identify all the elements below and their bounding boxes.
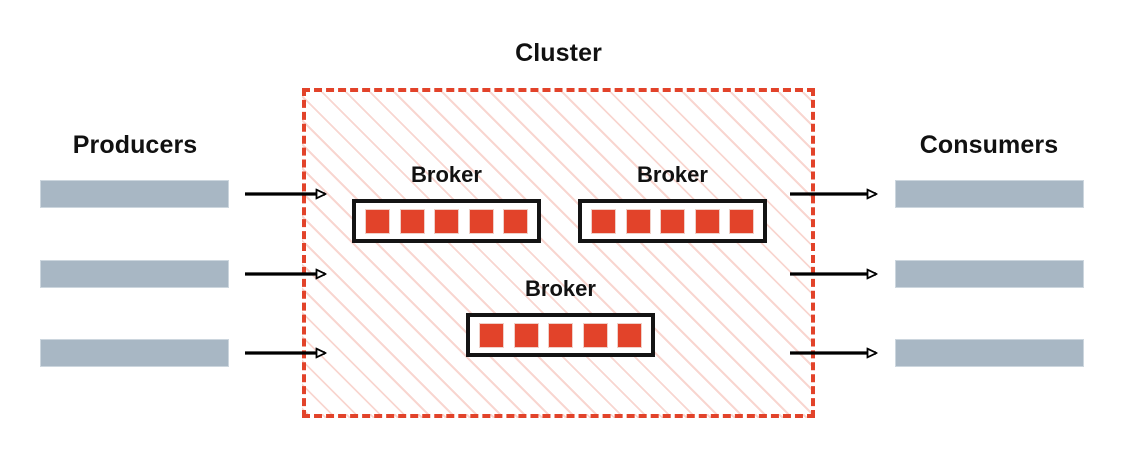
broker-2-label: Broker bbox=[637, 162, 708, 187]
broker-2-box bbox=[578, 199, 767, 243]
producers-title: Producers bbox=[72, 131, 198, 159]
partition-block bbox=[617, 322, 642, 348]
producer-bar-3 bbox=[40, 339, 229, 367]
partition-block bbox=[582, 322, 608, 348]
consumer-bar-1 bbox=[895, 180, 1084, 208]
partition-block bbox=[660, 208, 685, 234]
broker-1-box bbox=[352, 199, 541, 243]
partition-block bbox=[513, 322, 539, 348]
consumer-bar-2 bbox=[895, 260, 1084, 288]
cluster-boundary bbox=[302, 88, 815, 418]
partition-block bbox=[625, 208, 651, 234]
producer-bar-2 bbox=[40, 260, 229, 288]
partition-block bbox=[548, 322, 573, 348]
partition-block bbox=[591, 208, 616, 234]
consumers-title: Consumers bbox=[919, 131, 1059, 159]
partition-block bbox=[399, 208, 425, 234]
consumer-bar-3 bbox=[895, 339, 1084, 367]
broker-3-box bbox=[466, 313, 655, 357]
partition-block bbox=[729, 208, 754, 234]
partition-block bbox=[479, 322, 504, 348]
cluster-title: Cluster bbox=[515, 39, 602, 67]
producer-bar-1 bbox=[40, 180, 229, 208]
partition-block bbox=[468, 208, 494, 234]
broker-1-label: Broker bbox=[411, 162, 482, 187]
partition-block bbox=[434, 208, 459, 234]
broker-3-label: Broker bbox=[525, 276, 596, 301]
partition-block bbox=[503, 208, 528, 234]
partition-block bbox=[365, 208, 390, 234]
partition-block bbox=[694, 208, 720, 234]
